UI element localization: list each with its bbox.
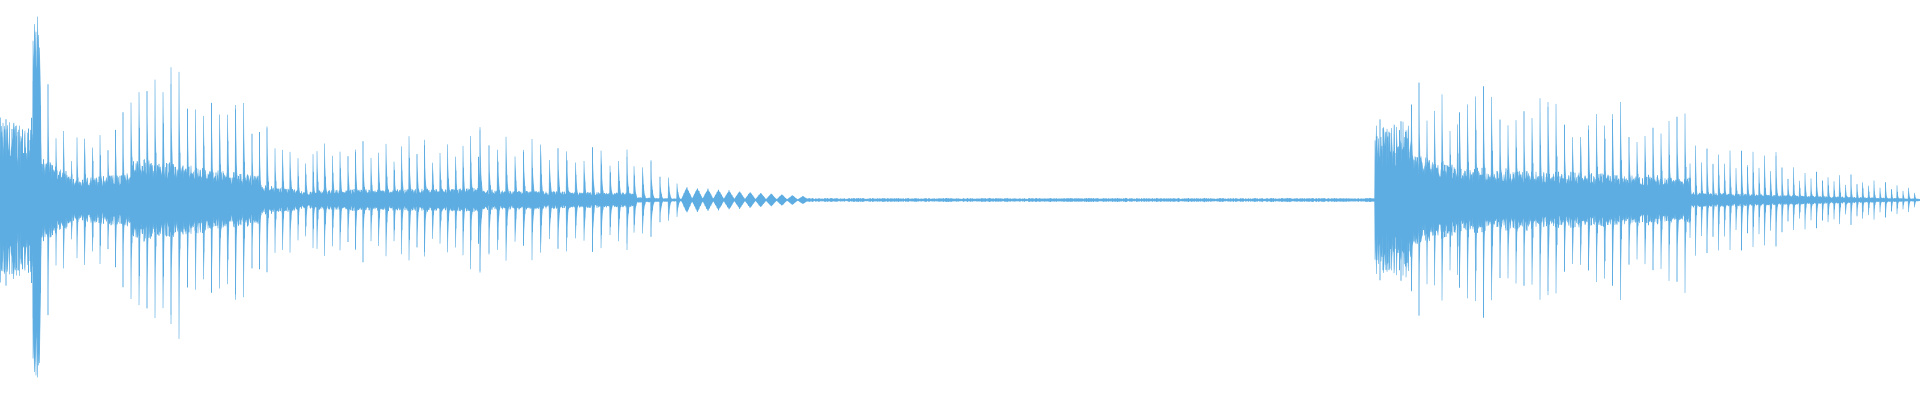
audio-waveform[interactable] bbox=[0, 0, 1920, 400]
audio-waveform-view[interactable] bbox=[0, 0, 1920, 400]
